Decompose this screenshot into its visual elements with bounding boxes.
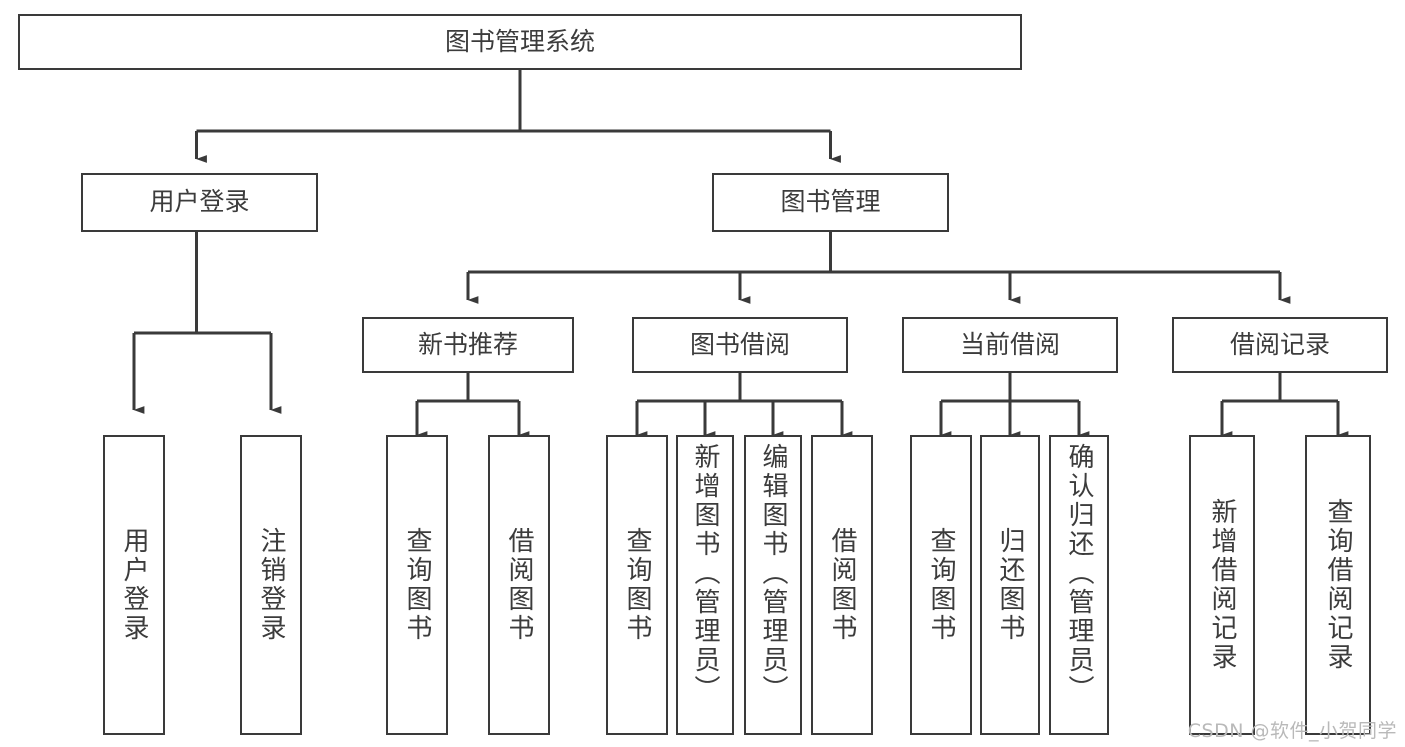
- leaf-query-book-borrow[interactable]: 查询图书: [606, 435, 668, 735]
- leaf-add-book-admin[interactable]: 新增图书（管理员）: [676, 435, 734, 735]
- node-borrow-record[interactable]: 借阅记录: [1172, 317, 1388, 373]
- leaf-query-book-current[interactable]: 查询图书: [910, 435, 972, 735]
- node-new-book-recommend[interactable]: 新书推荐: [362, 317, 574, 373]
- node-root-system[interactable]: 图书管理系统: [18, 14, 1022, 70]
- leaf-confirm-return-admin[interactable]: 确认归还（管理员）: [1049, 435, 1109, 735]
- node-label: 归还图书: [995, 527, 1025, 643]
- node-label: 新增借阅记录: [1207, 498, 1237, 672]
- node-book-borrow[interactable]: 图书借阅: [632, 317, 848, 373]
- node-label: 确认归还（管理员）: [1064, 443, 1094, 704]
- node-label: 图书管理: [780, 187, 881, 217]
- node-label: 新增图书（管理员）: [690, 443, 720, 704]
- leaf-user-login[interactable]: 用户登录: [103, 435, 165, 735]
- node-label: 当前借阅: [959, 329, 1060, 359]
- node-label: 注销登录: [256, 527, 286, 643]
- node-label: 查询图书: [926, 527, 956, 643]
- leaf-query-borrow-record[interactable]: 查询借阅记录: [1305, 435, 1371, 735]
- node-label: 图书管理系统: [444, 26, 595, 56]
- node-label: 新书推荐: [417, 329, 518, 359]
- node-label: 用户登录: [119, 527, 149, 643]
- leaf-borrow-book[interactable]: 借阅图书: [811, 435, 873, 735]
- leaf-edit-book-admin[interactable]: 编辑图书（管理员）: [744, 435, 802, 735]
- node-label: 借阅图书: [827, 527, 857, 643]
- node-book-management[interactable]: 图书管理: [712, 173, 949, 232]
- node-label: 查询图书: [622, 527, 652, 643]
- leaf-logout[interactable]: 注销登录: [240, 435, 302, 735]
- node-user-login[interactable]: 用户登录: [81, 173, 318, 232]
- node-label: 图书借阅: [689, 329, 790, 359]
- node-label: 借阅记录: [1229, 329, 1330, 359]
- node-label: 查询图书: [402, 527, 432, 643]
- leaf-return-book[interactable]: 归还图书: [980, 435, 1040, 735]
- leaf-add-borrow-record[interactable]: 新增借阅记录: [1189, 435, 1255, 735]
- node-label: 查询借阅记录: [1323, 498, 1353, 672]
- node-label: 用户登录: [149, 187, 250, 217]
- node-label: 编辑图书（管理员）: [758, 443, 788, 704]
- leaf-query-book-recommend[interactable]: 查询图书: [386, 435, 448, 735]
- leaf-borrow-book-recommend[interactable]: 借阅图书: [488, 435, 550, 735]
- node-current-borrow[interactable]: 当前借阅: [902, 317, 1118, 373]
- node-label: 借阅图书: [504, 527, 534, 643]
